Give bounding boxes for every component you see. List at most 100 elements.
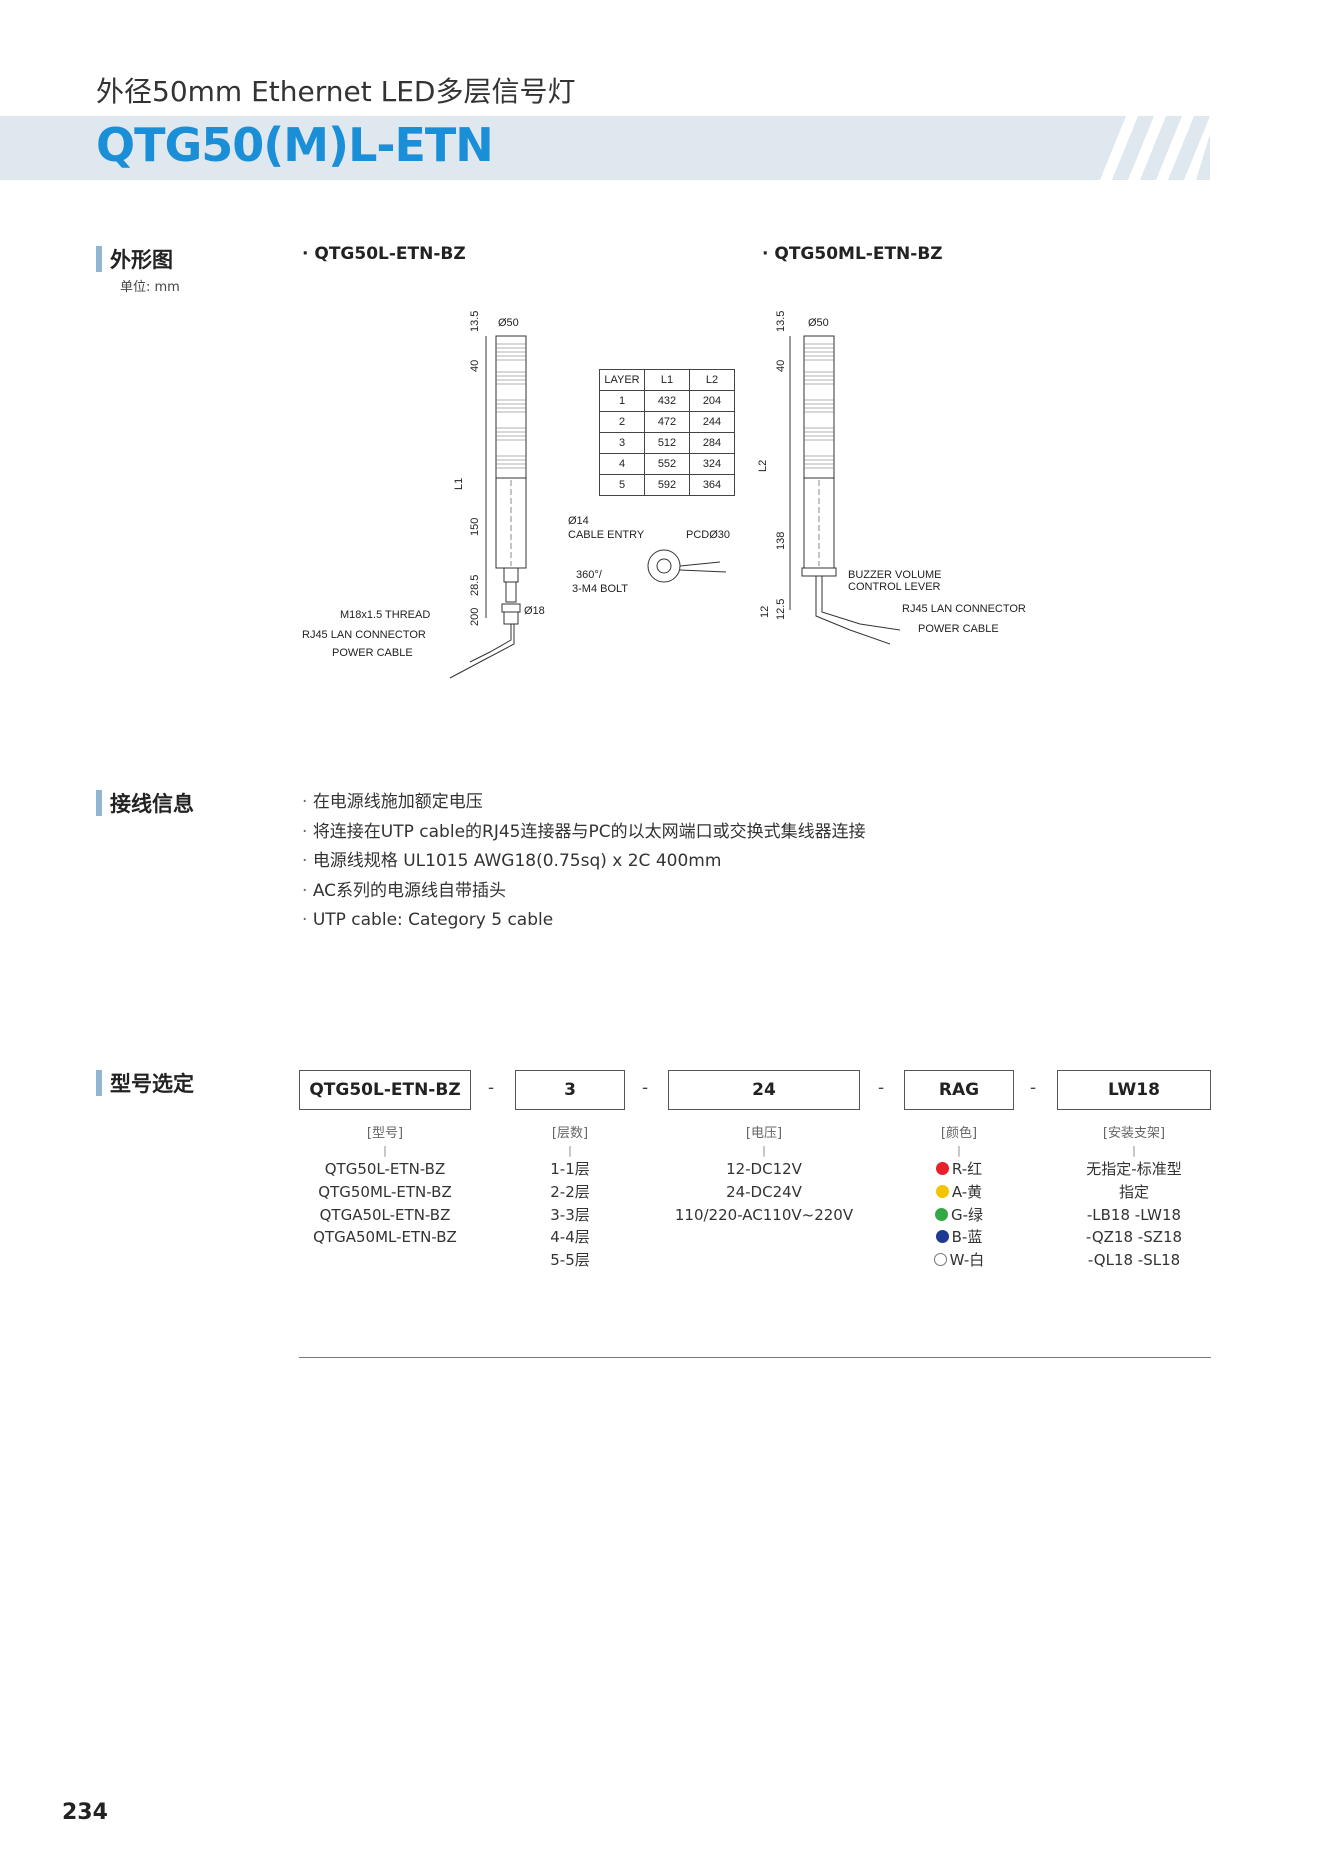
model-label-right: · QTG50ML-ETN-BZ xyxy=(762,244,943,264)
table-cell: 364 xyxy=(689,474,735,496)
table-header: L2 xyxy=(689,369,735,391)
options-layers: [层数] | 1-1层 2-2层 3-3层 4-4层 5-5层 xyxy=(515,1124,625,1272)
option-item: 2-2层 xyxy=(550,1182,590,1201)
wiring-list: 在电源线施加额定电压 将连接在UTP cable的RJ45连接器与PC的以太网端… xyxy=(302,788,866,936)
layer-table: LAYER L1 L2 1 432 204 2 472 244 3 512 28… xyxy=(599,369,735,496)
label-pcd: PCDØ30 xyxy=(686,529,730,541)
option-tick: | xyxy=(762,1144,766,1157)
option-label: A-黄 xyxy=(951,1182,983,1201)
option-item: 1-1层 xyxy=(550,1160,590,1178)
option-item: QTG50ML-ETN-BZ xyxy=(318,1182,452,1201)
label-power-left: POWER CABLE xyxy=(332,647,413,659)
dim-28-5: 28.5 xyxy=(469,575,481,596)
option-tick: | xyxy=(383,1144,387,1157)
section-marker xyxy=(96,1070,102,1096)
table-row: 5 592 364 xyxy=(599,474,735,496)
code-dash: - xyxy=(642,1078,649,1098)
option-tick: | xyxy=(1132,1144,1136,1157)
title-band xyxy=(0,116,1210,180)
table-row: 3 512 284 xyxy=(599,432,735,454)
option-item: 无指定-标准型 xyxy=(1086,1160,1182,1178)
dim-13-5-left: 13.5 xyxy=(469,311,481,332)
option-category: [型号] xyxy=(366,1126,404,1141)
code-dash: - xyxy=(878,1078,885,1098)
option-category: [颜色] xyxy=(940,1126,978,1141)
table-cell: 512 xyxy=(644,432,690,454)
option-item: 3-3层 xyxy=(550,1205,590,1224)
table-cell: 1 xyxy=(599,390,645,412)
dim-dia50-left: Ø50 xyxy=(498,317,519,329)
code-box-layers: 3 xyxy=(515,1070,625,1110)
dim-L1: L1 xyxy=(453,478,465,490)
list-item: AC系列的电源线自带插头 xyxy=(302,877,866,907)
code-box-model: QTG50L-ETN-BZ xyxy=(299,1070,471,1110)
table-cell: 3 xyxy=(599,432,645,454)
option-item: R-红 xyxy=(904,1158,1014,1181)
section-marker xyxy=(96,246,102,272)
option-label: B-蓝 xyxy=(951,1228,983,1247)
option-category: [安装支架] xyxy=(1102,1126,1166,1141)
option-item: QTGA50L-ETN-BZ xyxy=(319,1205,451,1224)
option-item: 24-DC24V xyxy=(726,1182,802,1201)
dim-40-left: 40 xyxy=(469,360,481,372)
option-category: [电压] xyxy=(745,1126,783,1141)
code-dash: - xyxy=(488,1078,495,1098)
label-thread: M18x1.5 THREAD xyxy=(340,609,430,621)
option-tick: | xyxy=(957,1144,961,1157)
section-marker xyxy=(96,790,102,816)
code-box-color: RAG xyxy=(904,1070,1014,1110)
label-rj45-left: RJ45 LAN CONNECTOR xyxy=(302,629,426,641)
label-cable-entry: CABLE ENTRY xyxy=(568,529,645,541)
red-dot-icon xyxy=(935,1162,949,1175)
table-row: 2 472 244 xyxy=(599,411,735,433)
option-item: 12-DC12V xyxy=(726,1160,802,1178)
table-cell: 592 xyxy=(644,474,690,496)
table-cell: 204 xyxy=(689,390,735,412)
tower-left xyxy=(449,335,527,679)
table-header-row: LAYER L1 L2 xyxy=(599,369,735,391)
option-item: -QZ18 -SZ18 xyxy=(1085,1228,1183,1247)
option-item: 指定 xyxy=(1118,1182,1149,1201)
unit-label: 单位: mm xyxy=(120,280,180,295)
table-cell: 324 xyxy=(689,453,735,475)
page-title: QTG50(M)L-ETN xyxy=(96,118,494,172)
options-model: [型号] | QTG50L-ETN-BZ QTG50ML-ETN-BZ QTGA… xyxy=(299,1124,471,1249)
dim-150: 150 xyxy=(469,518,481,536)
option-item: W-白 xyxy=(904,1249,1014,1272)
option-label: G-绿 xyxy=(950,1205,984,1224)
table-cell: 2 xyxy=(599,411,645,433)
options-bracket: [安装支架] | 无指定-标准型 指定 -LB18 -LW18 -QZ18 -S… xyxy=(1057,1124,1211,1272)
option-item: -LB18 -LW18 xyxy=(1086,1205,1182,1224)
dim-138: 138 xyxy=(775,532,787,550)
label-bolt: 3-M4 BOLT xyxy=(572,583,628,595)
dim-L2: L2 xyxy=(757,460,769,472)
label-buzzer-2: CONTROL LEVER xyxy=(848,581,941,593)
table-row: 1 432 204 xyxy=(599,390,735,412)
list-item: 将连接在UTP cable的RJ45连接器与PC的以太网端口或交换式集线器连接 xyxy=(302,818,866,848)
option-item: B-蓝 xyxy=(904,1226,1014,1249)
code-box-voltage: 24 xyxy=(668,1070,860,1110)
dim-200: 200 xyxy=(469,608,481,626)
table-header: LAYER xyxy=(599,369,645,391)
code-box-bracket: LW18 xyxy=(1057,1070,1211,1110)
option-label: R-红 xyxy=(951,1160,983,1178)
option-label: W-白 xyxy=(949,1251,985,1270)
dim-dia50-right: Ø50 xyxy=(808,317,829,329)
option-item: A-黄 xyxy=(904,1181,1014,1204)
dim-13-5-right: 13.5 xyxy=(775,311,787,332)
dim-12-5: 12.5 xyxy=(775,599,787,620)
table-cell: 472 xyxy=(644,411,690,433)
section-wiring-label: 接线信息 xyxy=(110,792,194,816)
section-selection-label: 型号选定 xyxy=(110,1072,194,1096)
list-item: UTP cable: Category 5 cable xyxy=(302,906,866,936)
option-item: 110/220-AC110V~220V xyxy=(674,1205,854,1224)
label-rj45-right: RJ45 LAN CONNECTOR xyxy=(902,603,1026,615)
label-buzzer-1: BUZZER VOLUME xyxy=(848,569,942,581)
table-cell: 244 xyxy=(689,411,735,433)
code-dash: - xyxy=(1030,1078,1037,1098)
page-number: 234 xyxy=(62,1800,108,1825)
green-dot-icon xyxy=(934,1207,948,1221)
blue-dot-icon xyxy=(935,1230,949,1244)
dim-12: 12 xyxy=(759,606,771,618)
option-item: G-绿 xyxy=(904,1204,1014,1227)
